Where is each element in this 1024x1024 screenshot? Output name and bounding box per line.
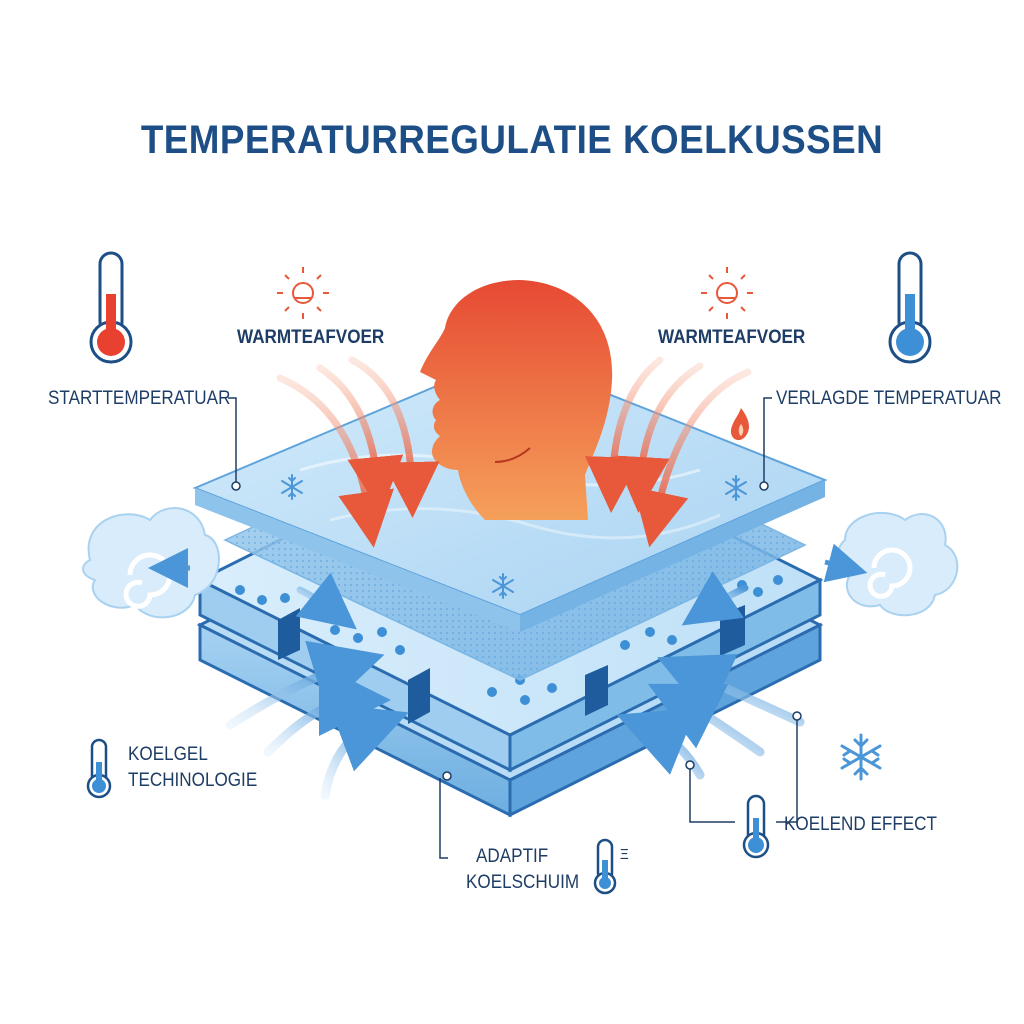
flame-icon bbox=[730, 408, 750, 441]
thermometer-hot-icon bbox=[89, 251, 133, 364]
gel-technology-label-line1: KOELGEL bbox=[128, 744, 208, 765]
air-swirl-icon-left bbox=[82, 507, 220, 619]
lowered-temperature-label: VERLAGDE TEMPERATUAR bbox=[776, 388, 1002, 409]
head-icon bbox=[420, 280, 613, 520]
page-title: TEMPERATURREGULATIE KOELKUSSEN bbox=[140, 118, 884, 162]
thermometer-foam-icon bbox=[593, 838, 617, 895]
heat-removal-label-left: WARMTEAFVOER bbox=[237, 327, 385, 348]
callout-lines bbox=[228, 397, 802, 859]
thermometer-mark: Ξ bbox=[620, 846, 629, 863]
air-swirl-icon-right bbox=[823, 511, 959, 617]
heat-removal-label-right: WARMTEAFVOER bbox=[658, 327, 806, 348]
start-temperature-label: STARTTEMPERATUAR bbox=[48, 388, 231, 409]
thermometer-cold-icon bbox=[888, 251, 932, 364]
snowflake-icon bbox=[840, 733, 882, 781]
adaptive-foam-label-line1: ADAPTIF bbox=[476, 846, 549, 867]
gel-technology-label-line2: TECHINOLOGIE bbox=[128, 770, 258, 791]
cool-arrows-right bbox=[295, 571, 805, 780]
cool-arrows-left bbox=[225, 640, 409, 800]
snowflake-icon bbox=[281, 474, 303, 500]
adaptive-foam-label-line2: KOELSCHUIM bbox=[466, 872, 580, 893]
sun-icon bbox=[701, 267, 753, 319]
heat-arrows-left bbox=[276, 356, 440, 548]
cooling-effect-label: KOELEND EFFECT bbox=[784, 814, 937, 835]
snowflake-icon bbox=[725, 475, 747, 501]
thermometer-gel-icon bbox=[86, 738, 112, 799]
heat-arrows-right bbox=[584, 356, 752, 548]
thermometer-cooling-icon bbox=[742, 794, 770, 859]
sun-icon bbox=[277, 267, 329, 319]
snowflake-icon bbox=[492, 573, 514, 599]
